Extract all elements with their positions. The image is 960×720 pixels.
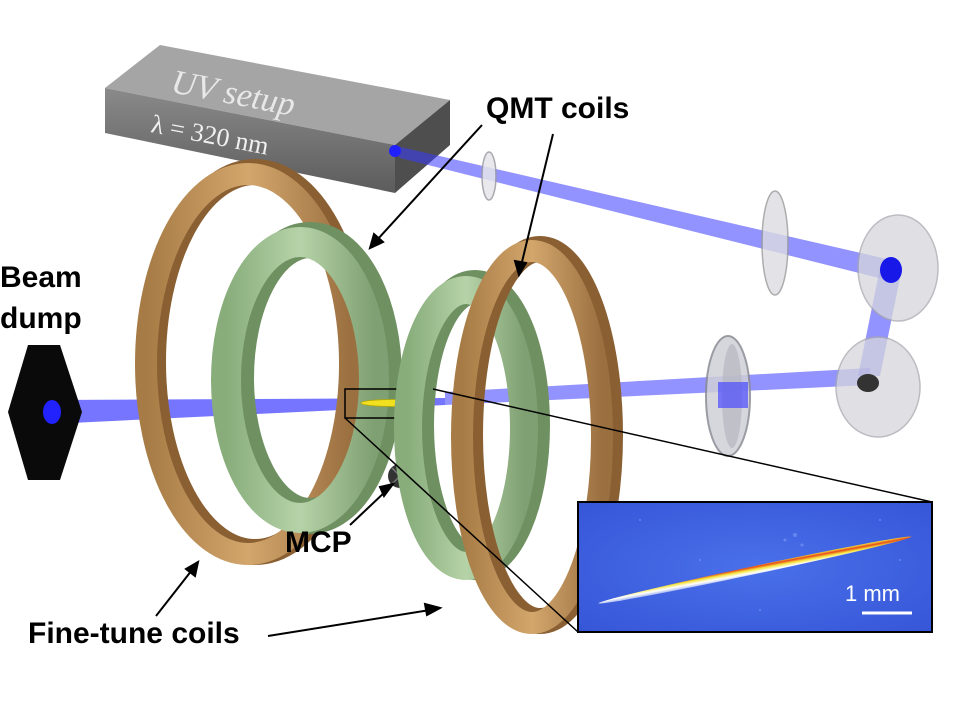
fine-tune-coil-right: [451, 236, 623, 634]
uv-lens-2: [761, 190, 789, 296]
arrow-qmt-left: [376, 124, 483, 241]
scale-bar-label: 1 mm: [845, 581, 900, 606]
inset-noise: [619, 519, 901, 611]
label-beam-dump-line2: dump: [0, 302, 82, 335]
inset-image: 1 mm: [577, 501, 933, 633]
annotation-arrows: [155, 124, 554, 637]
uv-setup-box: UV setup λ = 320 nm: [105, 45, 450, 193]
arrow-qmt-right: [520, 133, 554, 267]
uv-mirror-2: [835, 336, 921, 438]
arrow-mcp: [349, 489, 388, 526]
zoom-lines: [344, 388, 933, 633]
label-mcp: MCP: [285, 526, 352, 559]
uv-beam-exit-spot: [389, 145, 401, 157]
label-beam-dump-line1: Beam: [0, 261, 82, 294]
uv-mirror-1: [857, 214, 939, 322]
arrow-fine-tune-left: [155, 569, 193, 617]
label-fine-tune-coils: Fine-tune coils: [28, 617, 240, 650]
label-qmt-coils: QMT coils: [486, 92, 629, 125]
beam-dump: [8, 345, 82, 480]
qmt-coil-left: [211, 222, 402, 534]
uv-lens-3: [705, 335, 751, 457]
fine-tune-coil-left: [135, 159, 370, 565]
inset-ion-cloud: [598, 536, 912, 604]
arrow-fine-tune-right: [267, 609, 431, 637]
uv-lens-1: [481, 151, 497, 201]
